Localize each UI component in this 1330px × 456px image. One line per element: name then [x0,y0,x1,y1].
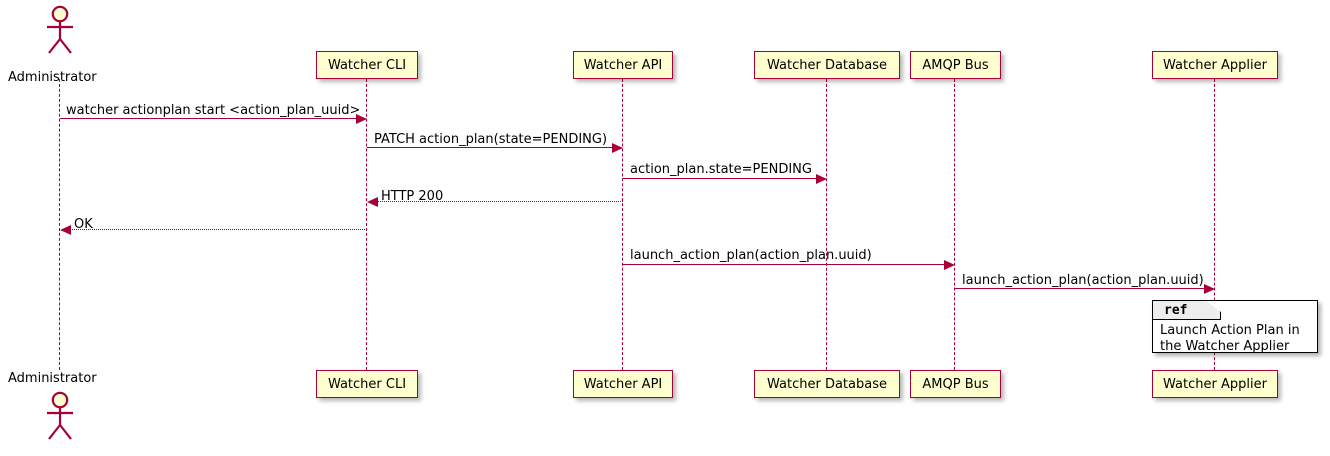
participant-bottom-watcher_cli[interactable]: Watcher CLI [316,370,418,398]
lifeline-watcher_cli [366,79,368,370]
message-arrowhead-m2 [612,142,623,153]
message-line-m5 [69,229,367,230]
message-line-m2 [367,147,614,148]
ref-fragment-tag: ref [1153,301,1221,320]
actor-icon [47,5,73,54]
message-line-m6 [623,264,946,265]
message-label-m3: action_plan.state=PENDING [630,162,812,177]
actor-figure-bottom-administrator [37,390,83,442]
message-label-m2: PATCH action_plan(state=PENDING) [374,132,608,147]
message-line-m7 [955,288,1206,289]
message-arrowhead-m1 [356,113,367,124]
message-line-m3 [623,178,818,179]
message-arrowhead-m3 [816,173,827,184]
participant-bottom-amqp_bus[interactable]: AMQP Bus [910,370,1001,398]
message-label-m7: launch_action_plan(action_plan.uuid) [962,273,1204,288]
lifeline-administrator [59,79,61,370]
message-label-m5: OK [74,217,93,232]
participant-top-watcher_api[interactable]: Watcher API [573,51,673,79]
message-arrowhead-m7 [1204,283,1215,294]
lifeline-watcher_applier [1214,79,1216,370]
lifeline-watcher_db [826,79,828,370]
participant-bottom-watcher_db[interactable]: Watcher Database [754,370,900,398]
participant-bottom-watcher_api[interactable]: Watcher API [573,370,673,398]
actor-label-bottom-administrator: Administrator [8,371,97,386]
actor-icon [47,391,73,440]
message-label-m1: watcher actionplan start <action_plan_uu… [66,103,361,118]
message-label-m4: HTTP 200 [381,189,444,204]
participant-top-amqp_bus[interactable]: AMQP Bus [910,51,1001,79]
message-arrowhead-m4 [367,196,378,207]
ref-fragment-text: Launch Action Plan in the Watcher Applie… [1160,323,1300,354]
participant-top-watcher_cli[interactable]: Watcher CLI [316,51,418,79]
message-label-m6: launch_action_plan(action_plan.uuid) [630,248,872,263]
message-arrowhead-m5 [60,224,71,235]
actor-label-top-administrator: Administrator [8,70,97,85]
participant-top-watcher_applier[interactable]: Watcher Applier [1152,51,1278,79]
participant-bottom-watcher_applier[interactable]: Watcher Applier [1152,370,1278,398]
message-arrowhead-m6 [944,259,955,270]
lifeline-watcher_api [622,79,624,370]
participant-top-watcher_db[interactable]: Watcher Database [754,51,900,79]
message-line-m1 [60,118,358,119]
actor-figure-top-administrator [37,4,83,56]
lifeline-amqp_bus [954,79,956,370]
message-line-m4 [376,201,623,202]
